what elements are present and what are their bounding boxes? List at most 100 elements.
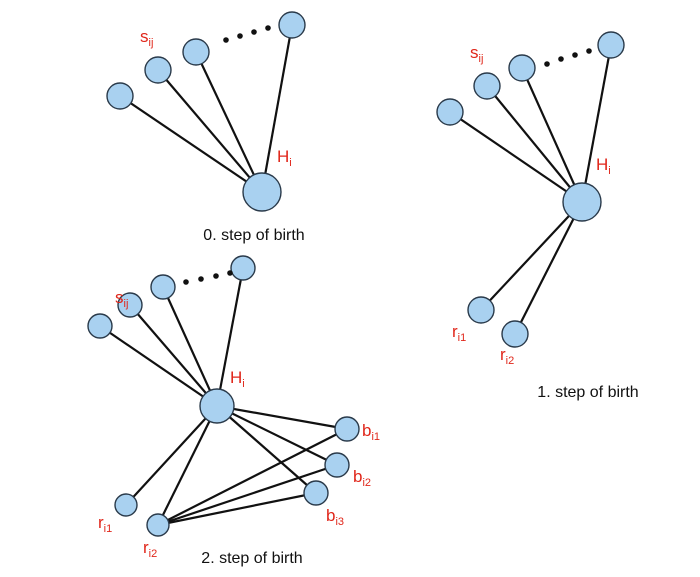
node-b1: [334, 416, 360, 442]
edge-H-s4: [215, 267, 245, 407]
edge-H-s1: [119, 95, 263, 193]
caption: 0. step of birth: [203, 227, 304, 244]
node-s4: [597, 31, 625, 59]
node-label-main: b: [353, 467, 362, 486]
node-label-ri2: ri2: [143, 538, 157, 560]
ellipsis-dot: [251, 29, 257, 35]
node-label-sub: ij: [149, 37, 154, 49]
node-label-ri1: ri1: [98, 513, 112, 535]
edge-r2-b1: [157, 428, 348, 526]
edge-H-s1: [99, 325, 218, 407]
edge-H-r2: [157, 405, 218, 526]
node-label-main: s: [115, 288, 124, 307]
node-r1: [114, 493, 138, 517]
node-s2: [144, 56, 172, 84]
edge-r2-b2: [157, 463, 338, 527]
edge-H-b3: [216, 405, 317, 494]
edge-H-r2: [514, 201, 583, 335]
node-s2: [117, 292, 143, 318]
node-r1: [467, 296, 495, 324]
ellipsis-dot: [198, 276, 204, 282]
node-label-sub: i: [242, 378, 244, 390]
edge-H-b2: [216, 405, 338, 466]
edge-H-s2: [129, 304, 218, 407]
node-label-main: r: [500, 345, 506, 364]
node-label-main: H: [277, 147, 289, 166]
ellipsis-dot: [558, 56, 564, 62]
node-label-sub: i3: [335, 516, 344, 528]
ellipsis-dot: [586, 48, 592, 54]
node-label-sij: sij: [470, 43, 483, 65]
ellipsis-dot: [213, 273, 219, 279]
node-label-main: s: [470, 43, 479, 62]
node-label-sub: i1: [458, 332, 467, 344]
node-s3: [508, 54, 536, 82]
node-s3: [182, 38, 210, 66]
node-s3: [150, 274, 176, 300]
node-s2: [473, 72, 501, 100]
node-label-sub: ij: [124, 298, 129, 310]
node-label-main: H: [596, 155, 608, 174]
node-label-main: b: [326, 506, 335, 525]
edge-r2-b3: [157, 491, 317, 527]
edge-H-s2: [486, 85, 583, 203]
node-label-Hi: Hi: [596, 155, 611, 177]
ellipsis-dot: [237, 33, 243, 39]
edge-H-s3: [161, 286, 219, 407]
node-s1: [87, 313, 113, 339]
edge-H-s2: [157, 69, 263, 193]
node-label-ri2: ri2: [500, 345, 514, 367]
node-b3: [303, 480, 329, 506]
ellipsis-dot: [183, 279, 189, 285]
node-label-Hi: Hi: [277, 147, 292, 169]
node-label-sub: i2: [506, 355, 515, 367]
node-label-Hi: Hi: [230, 368, 245, 390]
ellipsis-dot: [265, 25, 271, 31]
edge-H-s4: [580, 44, 613, 203]
node-b2: [324, 452, 350, 478]
node-label-sub: i2: [149, 548, 158, 560]
node-label-bi2: bi2: [353, 467, 371, 489]
caption: 2. step of birth: [201, 550, 302, 567]
edge-H-r1: [480, 201, 583, 311]
node-label-main: H: [230, 368, 242, 387]
node-label-main: b: [362, 421, 371, 440]
node-label-sub: i: [289, 157, 291, 169]
nodes-layer: [87, 11, 625, 537]
hub-node: [562, 182, 602, 222]
ellipsis-dot: [572, 52, 578, 58]
node-label-sub: i1: [104, 523, 113, 535]
node-s4: [230, 255, 256, 281]
node-r2: [146, 513, 170, 537]
node-label-main: r: [452, 322, 458, 341]
node-s1: [106, 82, 134, 110]
node-label-sub: i2: [362, 477, 371, 489]
node-label-bi3: bi3: [326, 506, 344, 528]
edges-layer: [99, 24, 613, 527]
edge-H-r1: [125, 405, 218, 506]
node-label-main: s: [140, 27, 149, 46]
edge-H-b1: [216, 404, 348, 431]
node-label-main: r: [98, 513, 104, 532]
node-s1: [436, 98, 464, 126]
node-label-sub: ij: [479, 53, 484, 65]
edge-H-s4: [260, 24, 294, 193]
node-label-bi1: bi1: [362, 421, 380, 443]
hub-node: [199, 388, 235, 424]
caption: 1. step of birth: [537, 384, 638, 401]
node-label-sij: sij: [140, 27, 153, 49]
node-s4: [278, 11, 306, 39]
ellipsis-dot: [544, 61, 550, 67]
node-label-sub: i: [608, 165, 610, 177]
ellipsis-dot: [227, 270, 233, 276]
edge-H-s3: [195, 51, 263, 193]
edge-H-s1: [449, 111, 583, 203]
node-r2: [501, 320, 529, 348]
hub-node: [242, 172, 282, 212]
ellipsis-dot: [223, 37, 229, 43]
edge-H-s3: [520, 67, 584, 203]
node-label-main: r: [143, 538, 149, 557]
node-label-sij: sij: [115, 288, 128, 310]
